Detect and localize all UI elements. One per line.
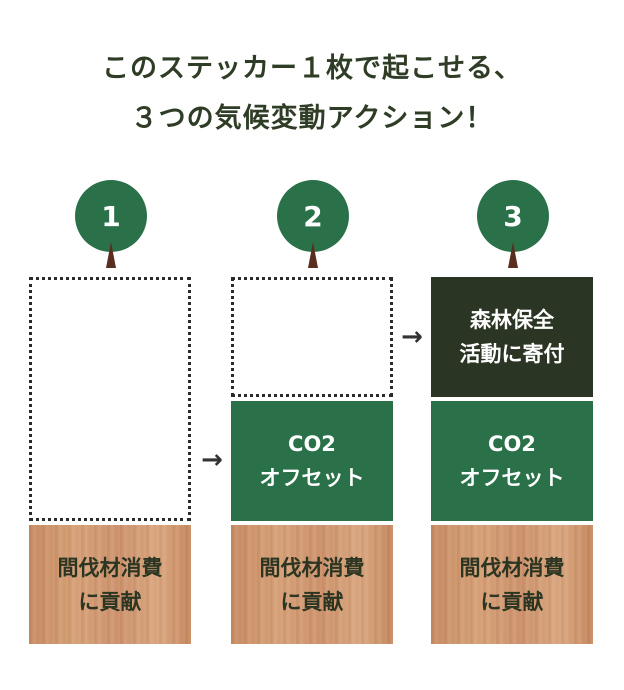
wood-label-line-2: に貢献 xyxy=(78,589,142,614)
step-3-column: 3 森林保全 活動に寄付 CO2 オフセット 間伐材消費 に貢献 xyxy=(431,180,593,650)
co2-offset-box: CO2 オフセット xyxy=(231,401,393,521)
step-number-badge: 1 xyxy=(75,180,147,252)
step-1-column: 1 間伐材消費 に貢献 xyxy=(29,180,191,650)
step-number-badge: 2 xyxy=(277,180,349,252)
offset-label-line-2: オフセット xyxy=(259,466,365,490)
forest-label-line-1: 森林保全 xyxy=(470,308,554,332)
thinned-wood-box: 間伐材消費 に貢献 xyxy=(231,525,393,644)
wood-label-line-1: 間伐材消費 xyxy=(259,555,365,580)
step-number-badge: 3 xyxy=(477,180,549,252)
co2-offset-box: CO2 オフセット xyxy=(431,401,593,521)
wood-label-line-1: 間伐材消費 xyxy=(459,555,565,580)
step-2-column: 2 CO2 オフセット 間伐材消費 に貢献 xyxy=(231,180,393,650)
tree-icon: 2 xyxy=(277,180,349,270)
title-line-2: ３つの気候変動アクション！ xyxy=(130,103,494,134)
offset-label-line-1: CO2 xyxy=(288,432,336,456)
thinned-wood-box: 間伐材消費 に貢献 xyxy=(29,525,191,644)
tree-icon: 3 xyxy=(477,180,549,270)
tree-icon: 1 xyxy=(75,180,147,270)
empty-placeholder-box xyxy=(231,277,393,397)
thinned-wood-box: 間伐材消費 に貢献 xyxy=(431,525,593,644)
offset-label-line-1: CO2 xyxy=(488,432,536,456)
page-title: このステッカー１枚で起こせる、 ３つの気候変動アクション！ xyxy=(0,44,624,144)
empty-placeholder-box xyxy=(29,277,191,521)
forest-label-line-2: 活動に寄付 xyxy=(459,342,565,366)
title-line-1: このステッカー１枚で起こせる、 xyxy=(102,53,522,84)
arrow-right-icon: → xyxy=(401,322,423,352)
tree-trunk xyxy=(508,242,518,268)
wood-label-line-1: 間伐材消費 xyxy=(57,555,163,580)
tree-trunk xyxy=(308,242,318,268)
offset-label-line-2: オフセット xyxy=(459,466,565,490)
forest-donation-box: 森林保全 活動に寄付 xyxy=(431,277,593,397)
wood-label-line-2: に貢献 xyxy=(280,589,344,614)
tree-trunk xyxy=(106,242,116,268)
arrow-right-icon: → xyxy=(201,445,223,475)
wood-label-line-2: に貢献 xyxy=(480,589,544,614)
